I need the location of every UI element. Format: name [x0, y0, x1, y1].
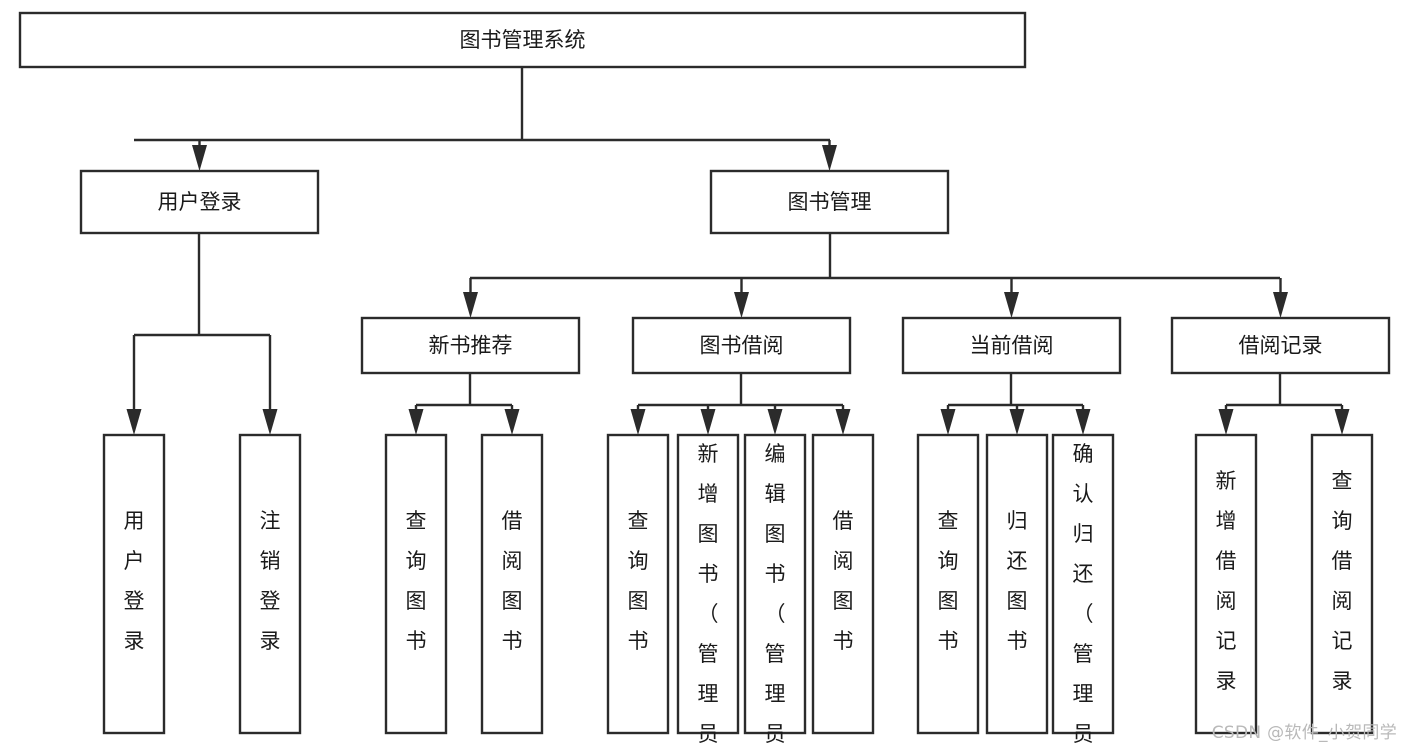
node-leaf-edit-book[interactable]: 编辑图书（管理员） — [743, 433, 807, 747]
arrow-to-user-login — [192, 140, 207, 171]
node-borrow-record[interactable]: 借阅记录 — [1170, 316, 1391, 375]
node-label-leaf-add-record: 新增借阅记录 — [1216, 469, 1237, 693]
connector-bus-book-manage — [470, 233, 1280, 280]
node-leaf-query-book-rec[interactable]: 查询图书 — [384, 433, 448, 735]
node-label-leaf-query-book-bor: 查询图书 — [628, 509, 649, 653]
node-label-user-login: 用户登录 — [158, 190, 242, 214]
node-label-new-book-recommend: 新书推荐 — [429, 334, 513, 358]
arrow-to-leaf-logout — [262, 335, 278, 435]
connector-bus-book-borrow — [638, 373, 843, 407]
node-label-leaf-return-book: 归还图书 — [1007, 509, 1028, 653]
arrow-to-leaf-query-record — [1334, 405, 1350, 435]
arrow-to-leaf-confirm-return — [1075, 405, 1091, 435]
node-leaf-borrow-book-bor[interactable]: 借阅图书 — [811, 433, 875, 735]
node-label-book-manage: 图书管理 — [788, 190, 872, 214]
arrow-to-leaf-query-book-bor — [630, 405, 646, 435]
arrow-to-leaf-add-record — [1218, 405, 1234, 435]
node-label-leaf-query-book-rec: 查询图书 — [406, 509, 427, 653]
node-book-borrow[interactable]: 图书借阅 — [631, 316, 852, 375]
connector-bus-new-book-recommend — [416, 373, 512, 407]
edges-layer — [126, 67, 1350, 435]
arrow-to-book-manage — [822, 140, 837, 171]
node-leaf-add-book[interactable]: 新增图书（管理员） — [676, 433, 740, 747]
node-label-leaf-edit-book: 编辑图书（管理员） — [765, 442, 786, 747]
node-leaf-borrow-book-rec[interactable]: 借阅图书 — [480, 433, 544, 735]
node-leaf-add-record[interactable]: 新增借阅记录 — [1194, 433, 1258, 735]
node-label-root: 图书管理系统 — [460, 28, 586, 52]
node-leaf-confirm-return[interactable]: 确认归还（管理员） — [1051, 433, 1115, 747]
node-label-borrow-record: 借阅记录 — [1239, 334, 1323, 358]
watermark-label: CSDN @软件_小贺同学 — [1211, 723, 1397, 743]
connector-bus-root — [134, 67, 830, 142]
arrow-to-leaf-user-login — [126, 335, 142, 435]
arrow-to-leaf-add-book — [700, 405, 716, 435]
arrow-to-current-borrow — [1004, 278, 1019, 318]
node-label-leaf-logout: 注销登录 — [260, 509, 281, 653]
node-leaf-user-login[interactable]: 用户登录 — [102, 433, 166, 735]
node-user-login[interactable]: 用户登录 — [79, 169, 320, 235]
arrow-to-leaf-edit-book — [767, 405, 783, 435]
arrow-to-leaf-borrow-book-bor — [835, 405, 851, 435]
connector-bus-borrow-record — [1226, 373, 1342, 407]
node-leaf-query-book-bor[interactable]: 查询图书 — [606, 433, 670, 735]
node-leaf-query-book-cur[interactable]: 查询图书 — [916, 433, 980, 735]
arrow-to-leaf-query-book-rec — [408, 405, 424, 435]
node-label-leaf-borrow-book-bor: 借阅图书 — [833, 509, 854, 653]
nodes-layer: 图书管理系统用户登录图书管理新书推荐图书借阅当前借阅借阅记录用户登录注销登录查询… — [18, 11, 1391, 747]
arrow-to-leaf-borrow-book-rec — [504, 405, 520, 435]
node-leaf-query-record[interactable]: 查询借阅记录 — [1310, 433, 1374, 735]
node-book-manage[interactable]: 图书管理 — [709, 169, 950, 235]
arrow-to-leaf-return-book — [1009, 405, 1025, 435]
node-leaf-logout[interactable]: 注销登录 — [238, 433, 302, 735]
node-root[interactable]: 图书管理系统 — [18, 11, 1027, 69]
node-leaf-return-book[interactable]: 归还图书 — [985, 433, 1049, 735]
node-current-borrow[interactable]: 当前借阅 — [901, 316, 1122, 375]
connector-bus-user-login — [134, 233, 270, 337]
connector-bus-current-borrow — [948, 373, 1083, 407]
node-label-book-borrow: 图书借阅 — [700, 334, 784, 358]
node-new-book-recommend[interactable]: 新书推荐 — [360, 316, 581, 375]
arrow-to-new-book-recommend — [463, 278, 478, 318]
node-label-leaf-user-login: 用户登录 — [124, 509, 145, 653]
node-label-leaf-query-book-cur: 查询图书 — [938, 509, 959, 653]
node-label-leaf-add-book: 新增图书（管理员） — [698, 442, 719, 747]
arrow-to-book-borrow — [734, 278, 749, 318]
node-label-leaf-confirm-return: 确认归还（管理员） — [1073, 442, 1094, 747]
arrow-to-borrow-record — [1273, 278, 1288, 318]
node-label-leaf-borrow-book-rec: 借阅图书 — [502, 509, 523, 653]
node-label-leaf-query-record: 查询借阅记录 — [1332, 469, 1353, 693]
arrow-to-leaf-query-book-cur — [940, 405, 956, 435]
node-label-current-borrow: 当前借阅 — [970, 334, 1054, 358]
